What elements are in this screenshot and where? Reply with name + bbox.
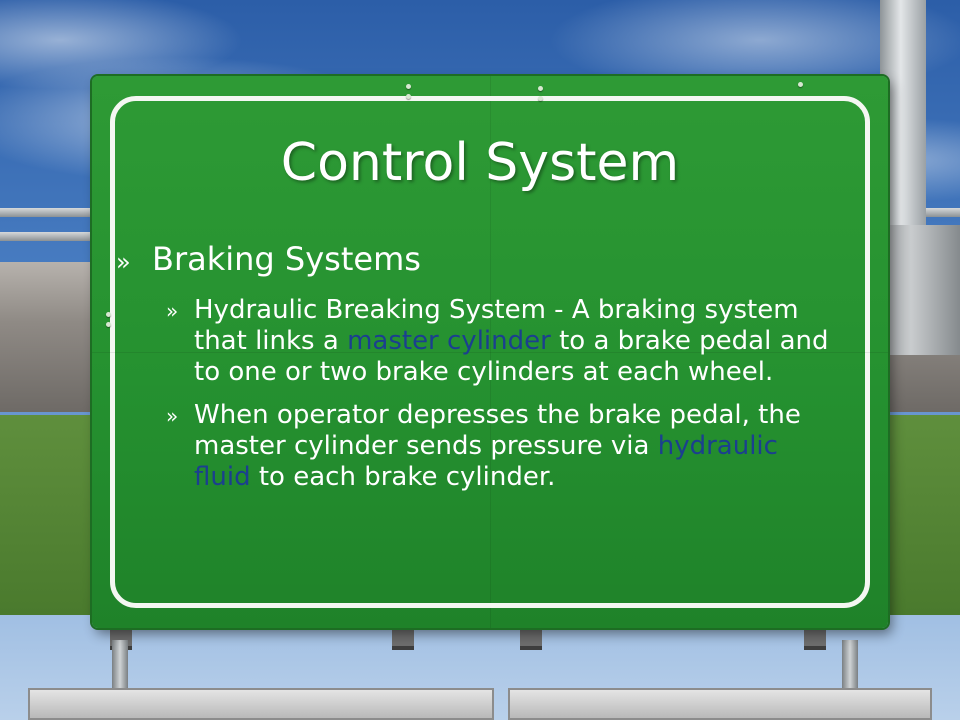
text-run: When operator depresses the brake pedal,… [194, 400, 801, 461]
bullet-text: Braking Systems [152, 240, 421, 278]
text-run: to each brake cylinder. [250, 462, 556, 492]
sign-bolt [538, 96, 543, 101]
sign-bolt [106, 312, 111, 317]
bullet-text: When operator depresses the brake pedal,… [194, 400, 834, 493]
bullet-marker: » [166, 404, 179, 428]
bullet-level2: » Hydraulic Breaking System - A braking … [166, 295, 836, 388]
bullet-level1: » Braking Systems [116, 238, 836, 283]
sign-bolt [106, 322, 111, 327]
bullet-marker: » [166, 299, 179, 323]
highlight-master-cylinder: master cylinder [347, 326, 551, 356]
sign-bolt [798, 82, 803, 87]
sign-bolt [406, 84, 411, 89]
sign-bolt [406, 94, 411, 99]
highway-sign [92, 76, 888, 628]
highlight-hydraulic-fluid: hydraulic fluid [194, 431, 778, 492]
bullet-text: Hydraulic Breaking System - A braking sy… [194, 295, 834, 388]
slide-title: Control System [280, 133, 680, 193]
catwalk [508, 688, 932, 720]
bullet-level2: » When operator depresses the brake peda… [166, 400, 836, 493]
support-pipe [842, 640, 858, 690]
support-pipe [112, 640, 128, 690]
sign-bolt [538, 86, 543, 91]
catwalk [28, 688, 494, 720]
text-run: to a brake pedal and to one or two brake… [194, 326, 829, 387]
slide-content: » Braking Systems » Hydraulic Breaking S… [116, 238, 836, 493]
text-run: Hydraulic Breaking System - A braking sy… [194, 295, 799, 356]
bullet-marker: » [116, 248, 131, 276]
